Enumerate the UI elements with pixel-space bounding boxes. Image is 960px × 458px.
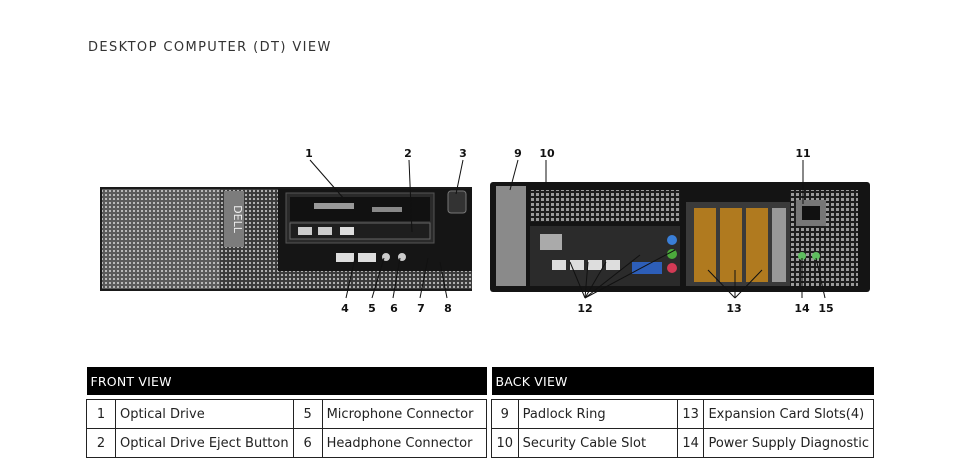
item-label: Microphone Connector — [321, 399, 488, 429]
callout-15: 15 — [818, 302, 834, 315]
callout-10: 10 — [539, 147, 555, 160]
item-label: Power Supply Diagnostic — [703, 428, 874, 458]
front-view-header: FRONT VIEW — [86, 367, 487, 395]
callout-2: 2 — [404, 147, 412, 160]
item-label: Optical Drive — [115, 399, 294, 429]
back-view-table: BACK VIEW 9 Padlock Ring 13 Expansion Ca… — [491, 367, 874, 458]
callout-3: 3 — [459, 147, 467, 160]
item-number: 14 — [676, 428, 705, 458]
callout-5: 5 — [368, 302, 376, 315]
item-number: 9 — [491, 399, 519, 429]
callout-13: 13 — [726, 302, 742, 315]
callout-14: 14 — [794, 302, 810, 315]
callout-leader-lines — [309, 159, 826, 299]
front-view-table: FRONT VIEW 1 Optical Drive 5 Microphone … — [86, 367, 488, 458]
callout-7: 7 — [417, 302, 425, 315]
item-number: 10 — [491, 428, 519, 458]
item-number: 2 — [86, 428, 116, 458]
item-label: Optical Drive Eject Button — [115, 428, 294, 458]
item-label: Headphone Connector — [321, 428, 488, 458]
item-number: 13 — [676, 399, 705, 429]
callout-11: 11 — [795, 147, 811, 160]
item-number: 5 — [292, 399, 323, 429]
callout-1: 1 — [305, 147, 313, 160]
page-title: DESKTOP COMPUTER (DT) VIEW — [88, 40, 332, 55]
svg-text:DELL: DELL — [231, 205, 244, 234]
callout-8: 8 — [444, 302, 452, 315]
back-view-image — [490, 182, 870, 292]
callout-9: 9 — [514, 147, 522, 160]
back-view-header: BACK VIEW — [491, 367, 874, 395]
computer-figure: DELL — [100, 147, 870, 315]
table-row: 2 Optical Drive Eject Button 6 Headphone… — [86, 428, 488, 458]
dell-logo: DELL — [231, 205, 244, 234]
item-label: Padlock Ring — [517, 399, 678, 429]
table-row: 10 Security Cable Slot 14 Power Supply D… — [491, 428, 874, 458]
item-number: 6 — [292, 428, 323, 458]
table-row: 9 Padlock Ring 13 Expansion Card Slots(4… — [491, 399, 874, 429]
callout-4: 4 — [341, 302, 349, 315]
item-number: 1 — [86, 399, 116, 429]
callout-12: 12 — [577, 302, 593, 315]
item-label: Security Cable Slot — [517, 428, 678, 458]
table-row: 1 Optical Drive 5 Microphone Connector — [86, 399, 488, 429]
front-view-image: DELL — [100, 187, 472, 291]
item-label: Expansion Card Slots(4) — [703, 399, 874, 429]
callout-6: 6 — [390, 302, 398, 315]
